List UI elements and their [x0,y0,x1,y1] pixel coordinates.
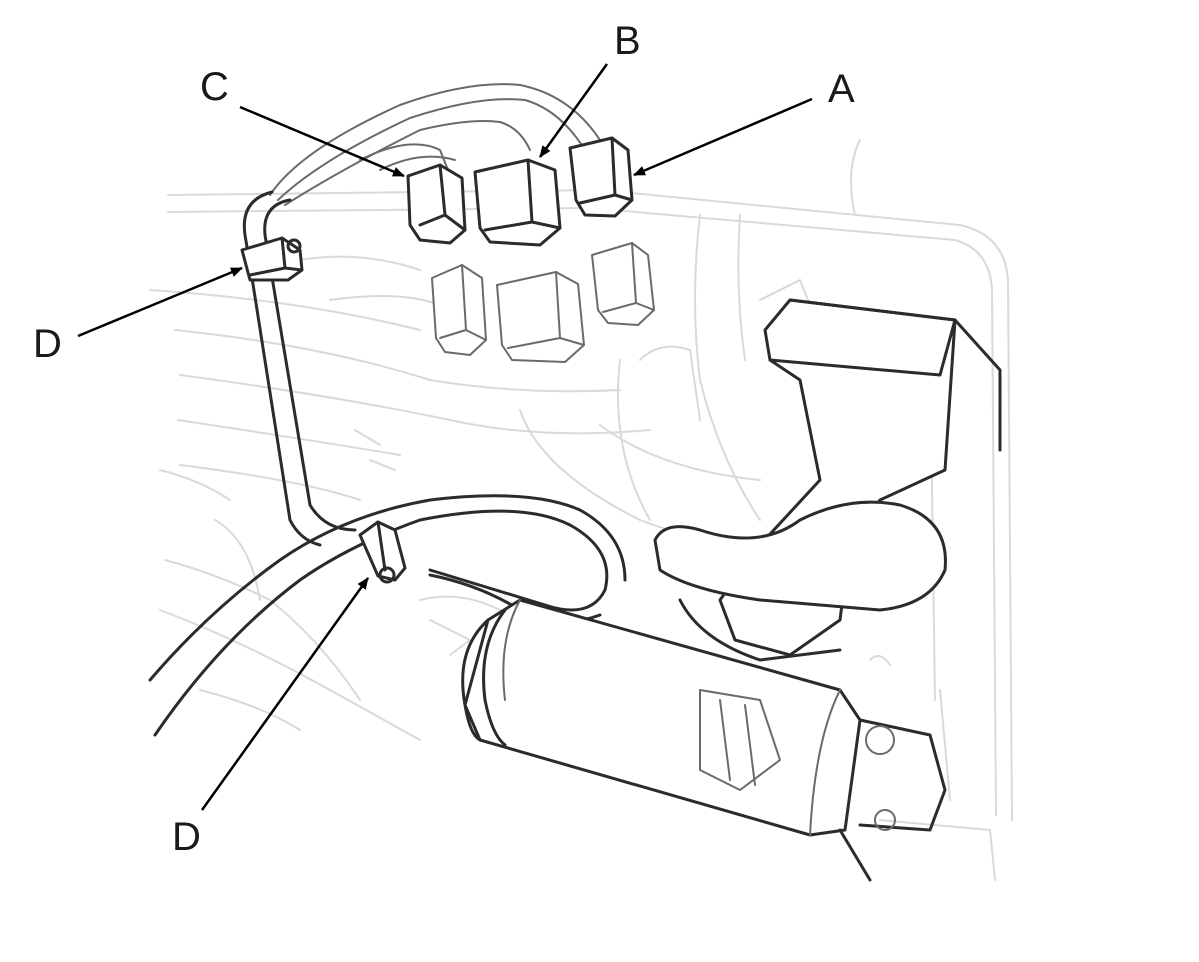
callout-labels: A B C D D [33,19,855,859]
callout-label-c: C [200,65,229,109]
leader-d-lower [200,577,370,811]
body-panel-background [149,139,1013,881]
callout-label-a: A [828,67,855,111]
leader-c [239,105,405,178]
callout-label-d-upper: D [33,322,62,366]
relay-c [406,163,467,245]
harness-clip-upper [240,236,304,282]
leader-a [633,97,813,177]
relay-lower-left [431,264,487,356]
callout-label-d-lower: D [172,815,201,859]
cylindrical-unit [461,598,947,882]
callout-leaders [77,63,813,811]
relay-lower-middle [496,271,585,363]
leader-d-upper [77,266,243,338]
harness-clip-lower [358,520,407,584]
mounting-bracket [653,298,1002,662]
relay-lower-right [591,242,655,326]
leader-b [538,63,609,158]
upper-wire-bundle [269,83,601,206]
relay-b [473,158,562,247]
relay-a [568,136,634,218]
callout-label-b: B [614,19,641,63]
